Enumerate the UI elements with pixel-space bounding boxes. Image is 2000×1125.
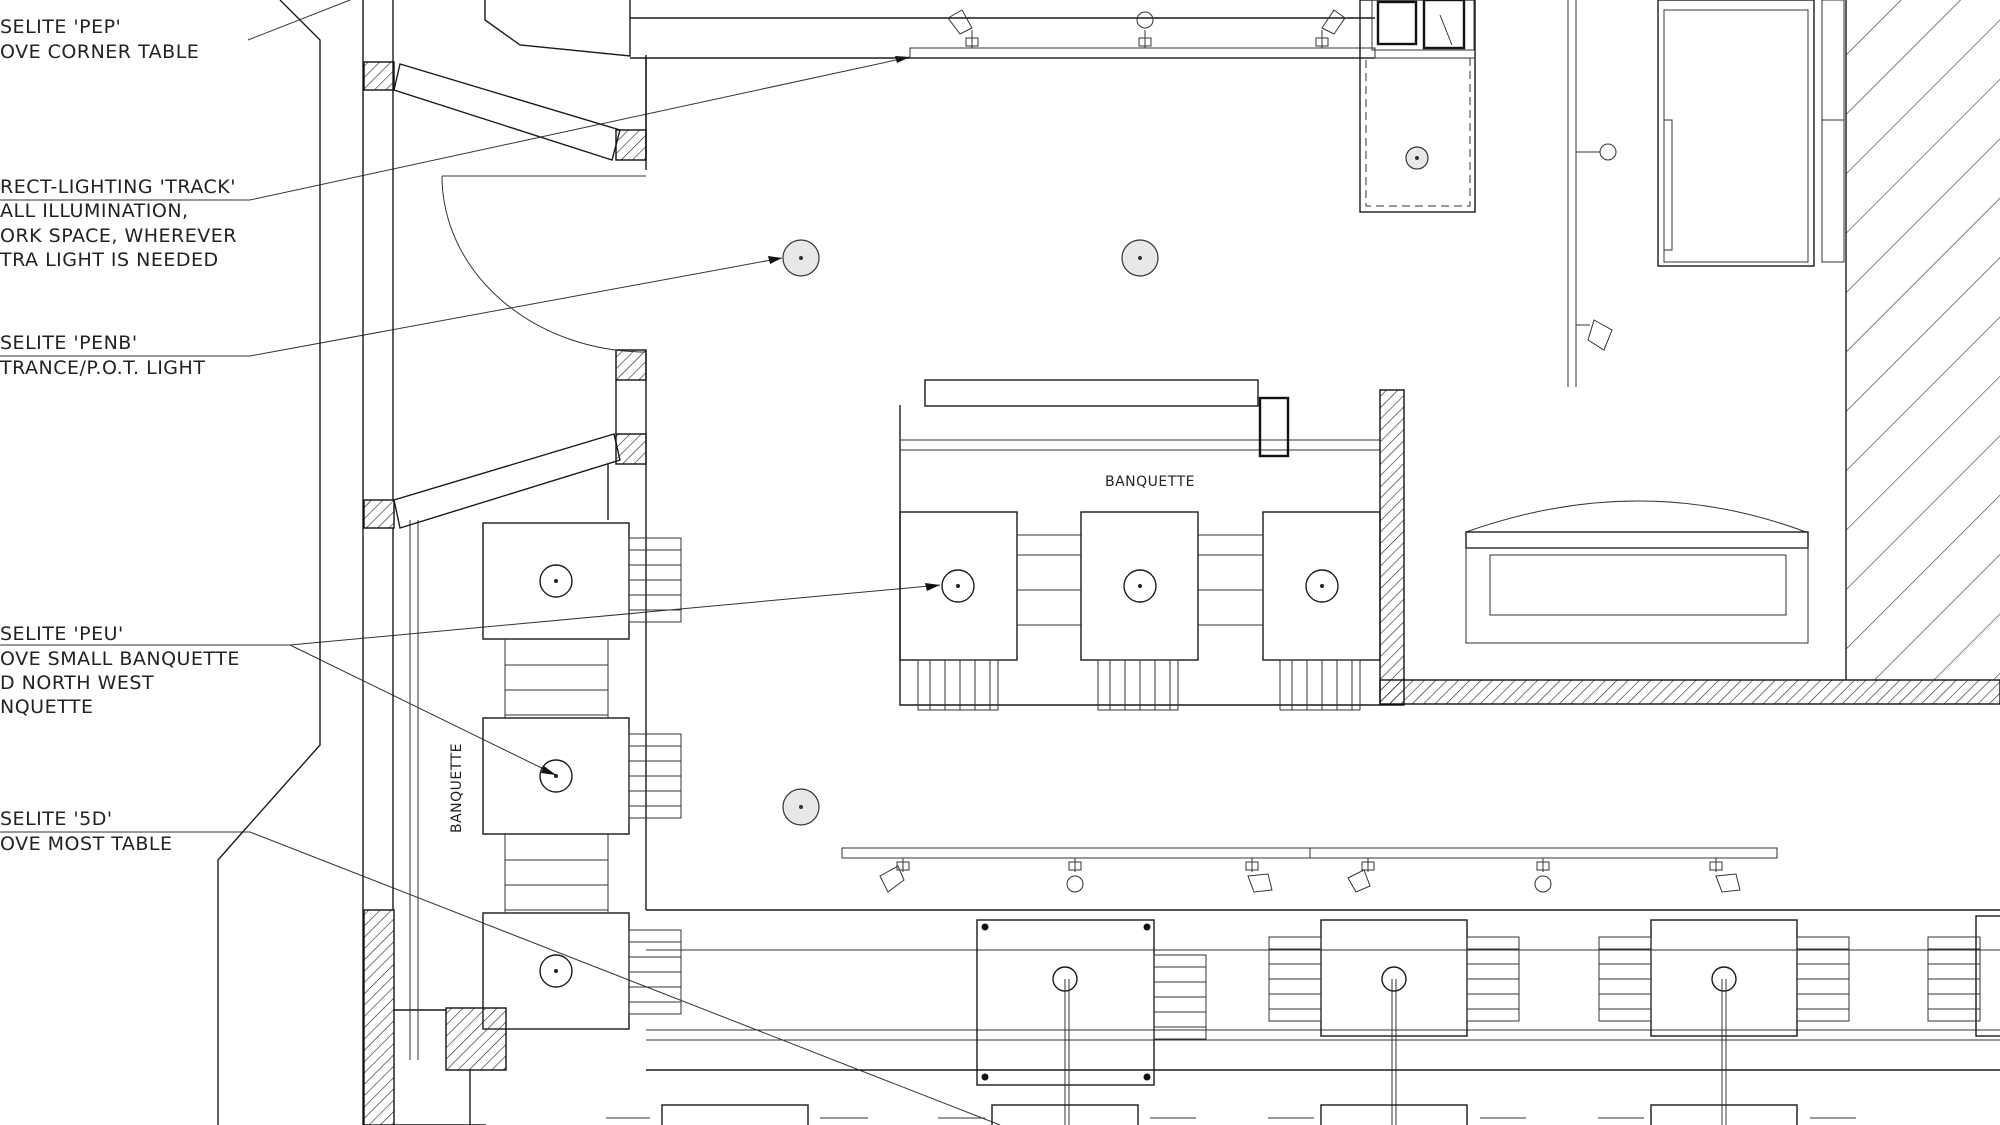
track-spot-icon [1709,858,1741,893]
callout-track-line-4: TRA LIGHT IS NEEDED [0,249,219,271]
kitchen-area [1567,0,2000,680]
pendant-light-icon [1123,569,1157,603]
chair [1927,936,1981,1022]
callout-peu-line-1: SELITE 'PEU' [0,623,124,645]
chair [1268,936,1322,1022]
callout-penb-line-1: SELITE 'PENB' [0,332,138,354]
callout-peu-line-3: D NORTH WEST [0,672,154,694]
track-spot-icon [1136,11,1154,48]
track-spot-icon [947,9,979,48]
callout-penb: SELITE 'PENB' TRANCE/P.O.T. LIGHT [0,332,205,379]
west-banquette: BANQUETTE [394,522,682,1125]
table [1320,919,1468,1037]
callout-track: RECT-LIGHTING 'TRACK' ALL ILLUMINATION, … [0,176,237,271]
track-spot-icon [1315,9,1346,48]
chair [1097,659,1179,711]
pendant-light-icon [1381,966,1407,1125]
callout-peu-line-4: NQUETTE [0,696,93,718]
callout-peu-line-2: OVE SMALL BANQUETTE [0,648,240,670]
chair [1279,659,1361,711]
table [1650,919,1798,1037]
chair [1796,936,1850,1022]
callout-pep-line-2: OVE CORNER TABLE [0,41,199,63]
callout-pep: SELITE 'PEP' OVE CORNER TABLE [0,16,199,63]
pendant-light-icon [1711,966,1737,1125]
track-spot-icon [1245,858,1273,893]
callout-pep-line-1: SELITE 'PEP' [0,16,121,38]
west-wall [362,0,647,1125]
callout-peu: SELITE 'PEU' OVE SMALL BANQUETTE D NORTH… [0,623,240,718]
track-spot-icon [1576,319,1613,351]
track-spot-icon [1534,858,1552,893]
surface-lights [782,239,1159,826]
service-counter [1359,0,1476,213]
callout-track-line-2: ALL ILLUMINATION, [0,200,189,222]
callout-track-line-3: ORK SPACE, WHEREVER [0,225,237,247]
kitchen-counter [1465,500,1809,644]
chair [628,929,682,1015]
track-north [909,9,1376,59]
track-spot-icon [879,858,910,893]
pendant-light-icon [1305,569,1339,603]
track-spot-icon [1347,858,1375,893]
chair [1466,936,1520,1022]
callout-5d: SELITE '5D' OVE MOST TABLE [0,808,172,855]
chair [628,537,682,623]
banquette-west-label: BANQUETTE [449,743,465,833]
pendant-light-icon [539,759,573,793]
south-banquette [606,909,2000,1125]
pendant-light-icon [539,564,573,598]
kitchen-south-wall [1379,679,2000,705]
callout-5d-line-2: OVE MOST TABLE [0,833,172,855]
track-spot-icon [1576,143,1617,161]
pendant-light-icon [941,569,975,603]
callout-5d-line-1: SELITE '5D' [0,808,113,830]
banquette-label: BANQUETTE [1105,474,1195,490]
callout-penb-line-2: TRANCE/P.O.T. LIGHT [0,357,205,379]
pendant-light-icon [539,954,573,988]
center-banquette: BANQUETTE [899,379,1405,711]
recessed-light-icon [1121,239,1159,277]
chair [917,659,999,711]
chair [1153,954,1207,1040]
track-spot-icon [1066,858,1084,893]
callout-track-line-1: RECT-LIGHTING 'TRACK' [0,176,236,198]
recessed-light-icon [782,239,820,277]
pendant-light-icon [1052,966,1078,1125]
leader-arrowheads [541,56,940,775]
leader-lines [0,0,1001,1125]
recessed-light-icon [782,788,820,826]
exterior-angled-wall [217,0,321,1125]
chair [628,733,682,819]
chair [1598,936,1652,1022]
track-south [841,847,1778,893]
